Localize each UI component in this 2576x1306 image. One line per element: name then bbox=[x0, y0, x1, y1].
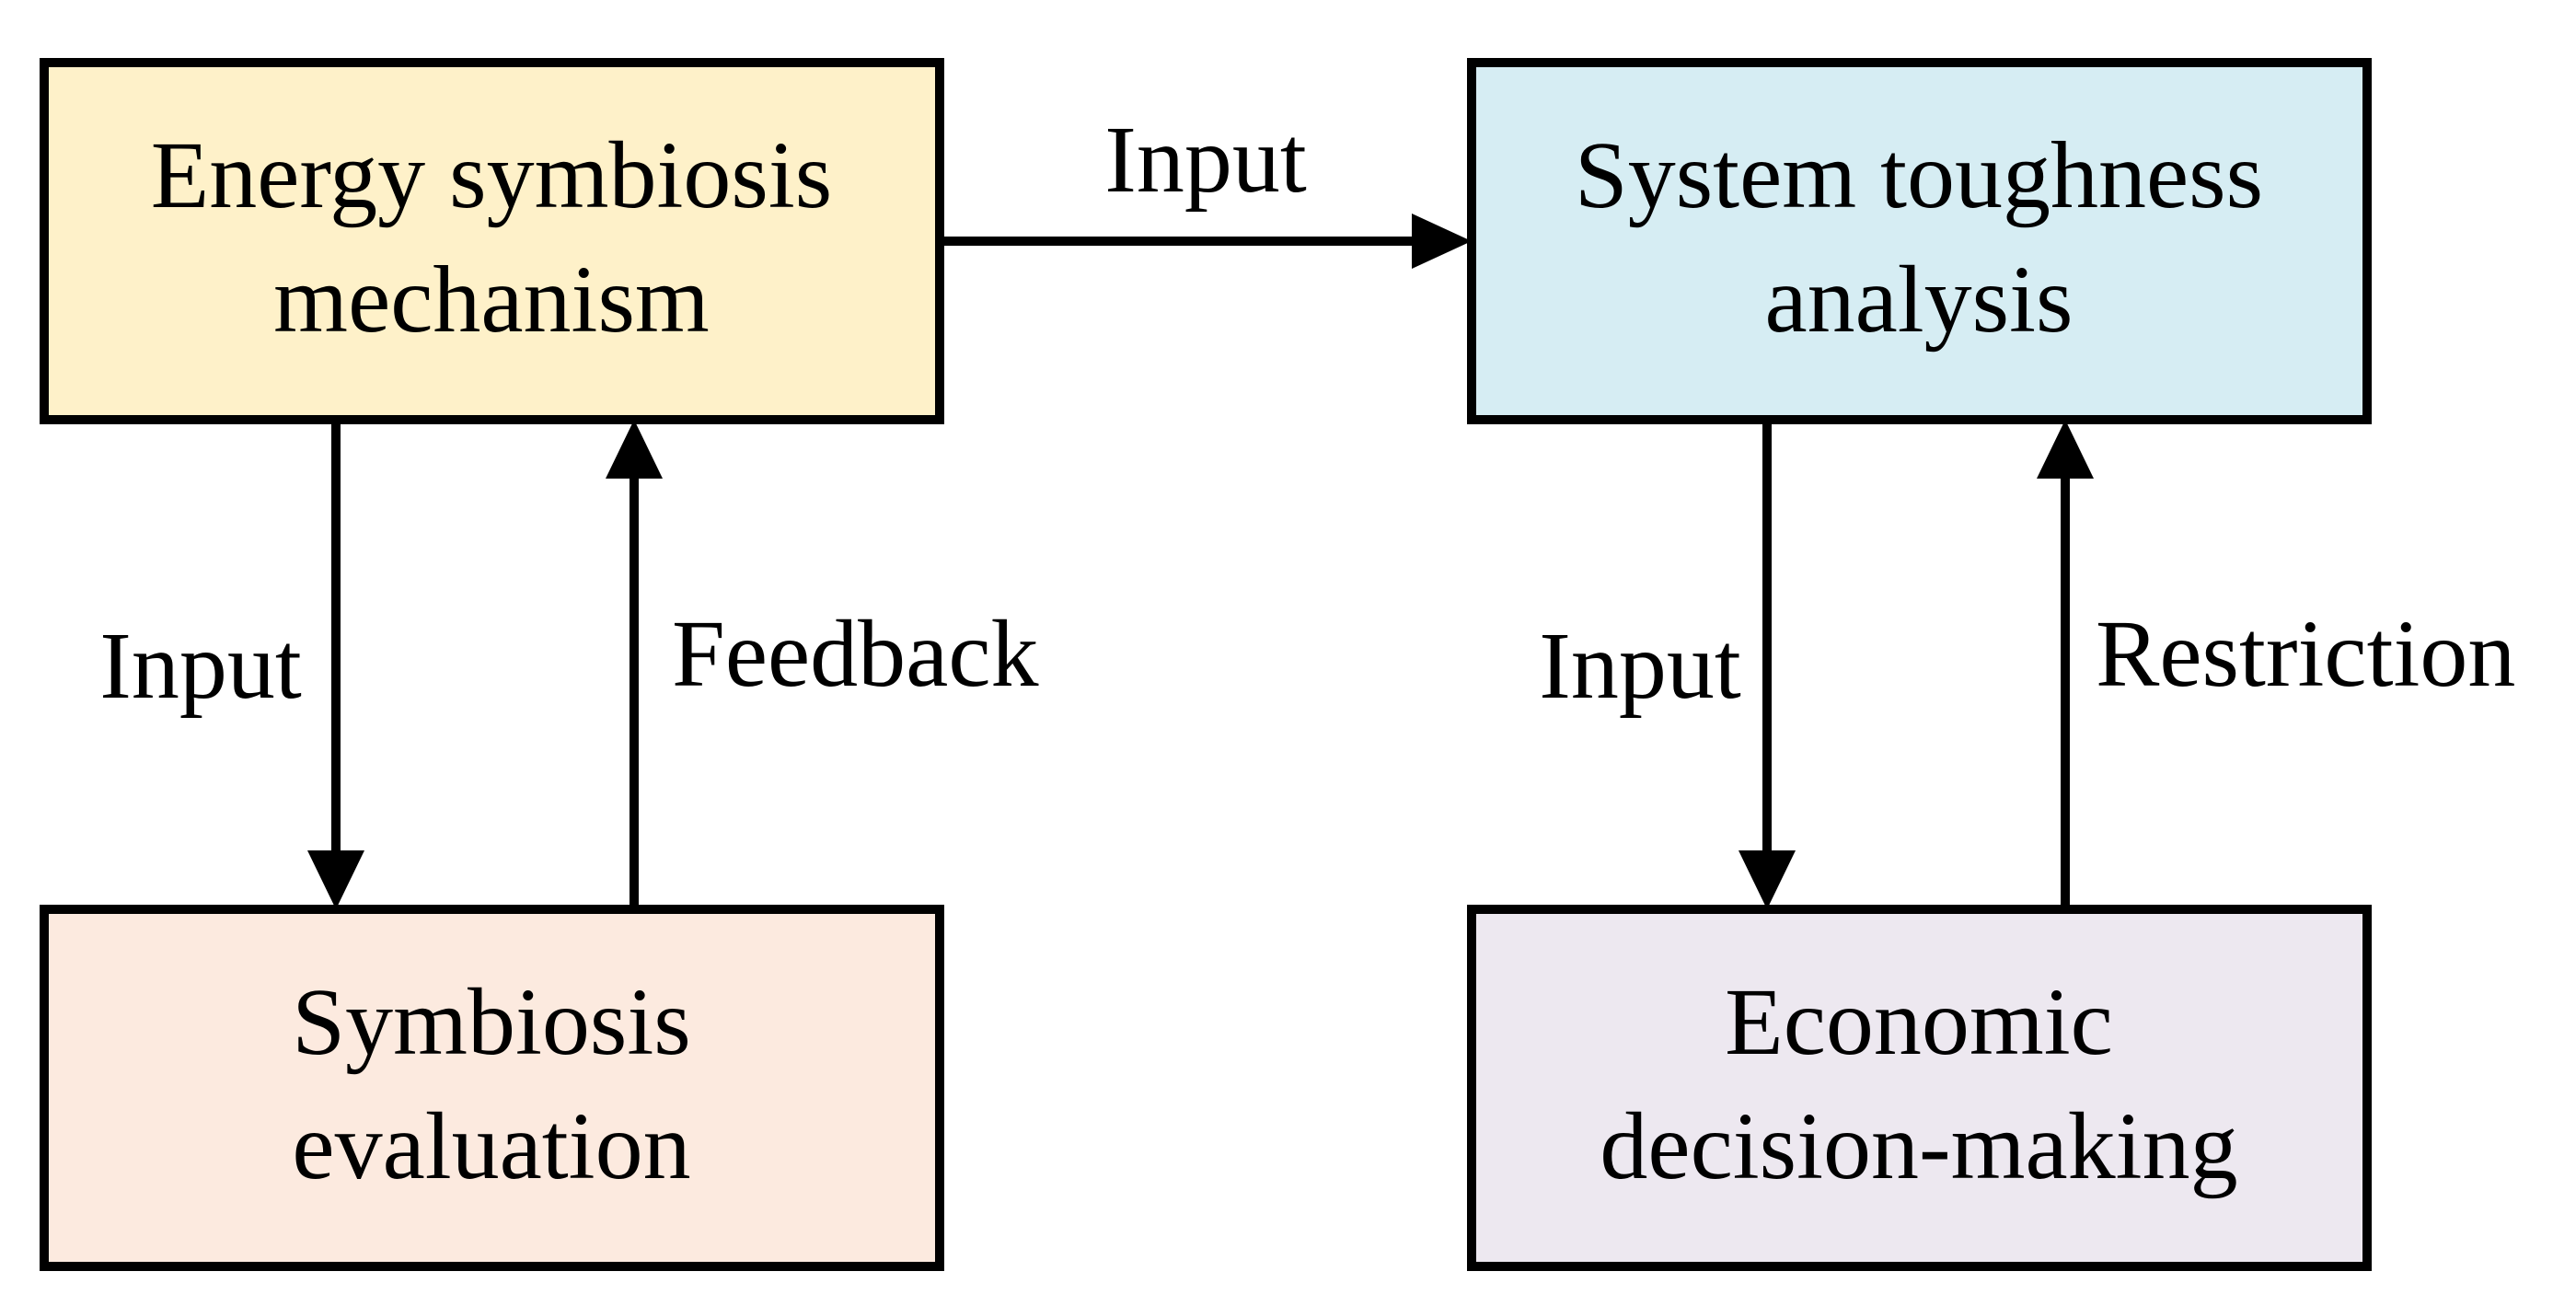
node-label-line-2: analysis bbox=[1764, 247, 2073, 353]
node-system-toughness-analysis: System toughness analysis bbox=[1467, 58, 2372, 424]
edge-economic-to-system: Restriction bbox=[2037, 420, 2515, 909]
edge-energy-to-system: Input bbox=[940, 107, 1472, 269]
edge-energy-to-evaluation: Input bbox=[99, 420, 364, 909]
arrowhead-up bbox=[606, 420, 663, 479]
edge-label-input: Input bbox=[1539, 613, 1741, 719]
node-energy-symbiosis-mechanism: Energy symbiosis mechanism bbox=[40, 58, 944, 424]
node-symbiosis-evaluation: Symbiosis evaluation bbox=[40, 905, 944, 1271]
node-label-line-2: mechanism bbox=[273, 247, 710, 353]
node-economic-decision-making: Economic decision-making bbox=[1467, 905, 2372, 1271]
edge-evaluation-to-energy: Feedback bbox=[606, 420, 1038, 909]
arrowhead-right bbox=[1412, 214, 1472, 269]
node-box-symbiosis-evaluation bbox=[40, 905, 944, 1271]
edge-system-to-economic: Input bbox=[1539, 420, 1796, 909]
node-label-line-2: decision-making bbox=[1600, 1093, 2237, 1199]
edge-label-input: Input bbox=[1104, 107, 1307, 213]
arrowhead-up bbox=[2037, 420, 2094, 479]
node-label-line-1: Energy symbiosis bbox=[151, 122, 833, 228]
arrowhead-down bbox=[307, 850, 364, 909]
node-box-energy-symbiosis bbox=[40, 58, 944, 424]
node-label-line-1: Economic bbox=[1725, 969, 2113, 1075]
node-box-economic-decision bbox=[1467, 905, 2372, 1271]
node-box-system-toughness bbox=[1467, 58, 2372, 424]
arrowhead-down bbox=[1739, 850, 1796, 909]
node-label-line-1: Symbiosis bbox=[292, 969, 690, 1075]
edge-label-restriction: Restriction bbox=[2096, 601, 2515, 707]
edge-label-feedback: Feedback bbox=[672, 601, 1038, 707]
node-label-line-1: System toughness bbox=[1575, 122, 2263, 228]
node-label-line-2: evaluation bbox=[292, 1093, 690, 1199]
edge-label-input: Input bbox=[99, 613, 302, 719]
